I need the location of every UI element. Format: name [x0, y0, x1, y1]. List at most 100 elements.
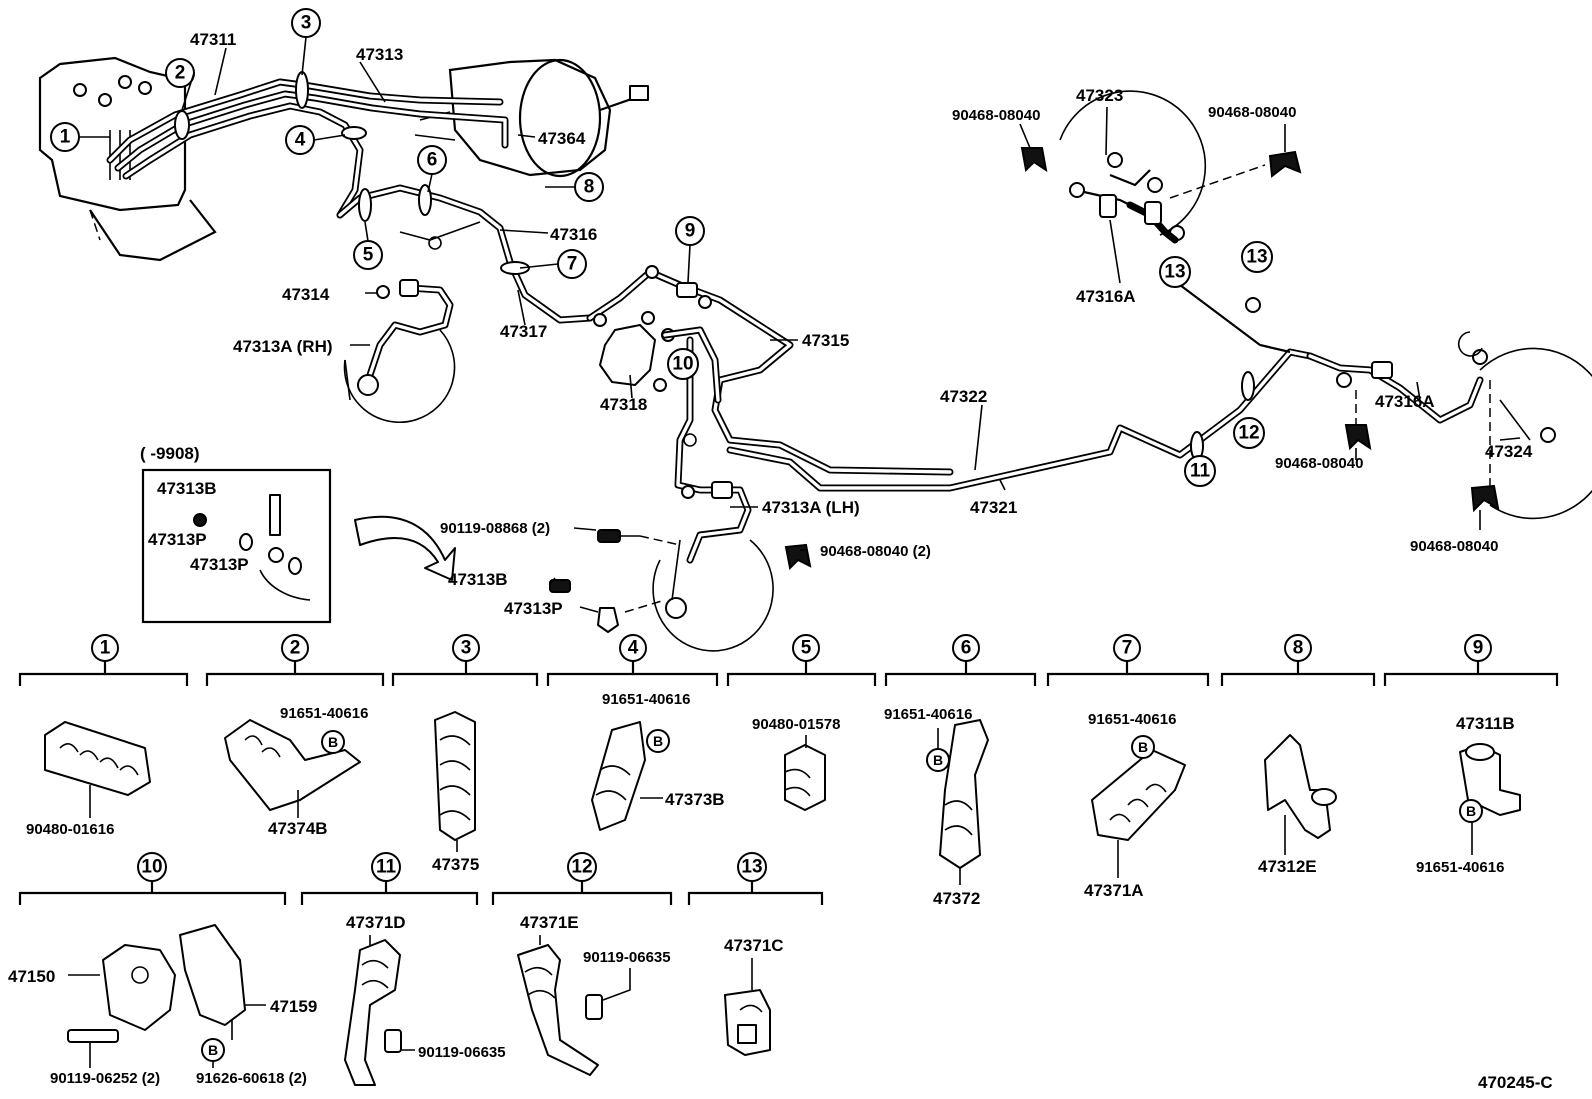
label-47372: 47372 — [933, 889, 980, 908]
inset-47313p-b: 47313P — [190, 555, 249, 574]
label-91651-40616-g4: 91651-40616 — [602, 691, 690, 708]
fitting-icon — [138, 81, 152, 95]
rear-lines — [726, 269, 1314, 492]
label-47313a-lh: 47313A (LH) — [762, 498, 860, 517]
detail-num-12: 12 — [571, 857, 592, 878]
clamp-12-marker — [1241, 371, 1255, 401]
main-callouts: 1 2 3 4 5 6 7 8 9 10 11 12 13 13 — [50, 8, 1273, 487]
label-47314: 47314 — [282, 285, 330, 304]
label-47324: 47324 — [1485, 442, 1533, 461]
bracket-grommet-icon — [1264, 734, 1331, 839]
flex-hose-rh — [343, 221, 481, 424]
label-47321: 47321 — [970, 498, 1017, 517]
label-90480-01616: 90480-01616 — [26, 821, 114, 838]
rear-right-wheel-area — [1306, 331, 1592, 520]
detail-num-7: 7 — [1122, 638, 1133, 659]
label-47371e: 47371E — [520, 913, 579, 932]
fitting-icon — [118, 75, 132, 89]
callout-8: 8 — [584, 177, 595, 198]
detail-num-2: 2 — [290, 638, 301, 659]
label-47373b: 47373B — [665, 790, 725, 809]
callout-7: 7 — [567, 254, 578, 275]
label-90119-08868: 90119-08868 (2) — [440, 520, 550, 537]
clip-icon — [1020, 147, 1048, 173]
callout-1: 1 — [60, 127, 71, 148]
clamp-5-marker — [358, 188, 372, 222]
label-91651-40616-g7: 91651-40616 — [1088, 711, 1176, 728]
bracket-clamp-icon — [517, 944, 599, 1076]
label-90468-08040-2: 90468-08040 (2) — [820, 543, 931, 560]
clamp-multi-slot-icon — [434, 711, 476, 841]
label-90468-08040-mid: 90468-08040 — [1275, 455, 1363, 472]
label-47323: 47323 — [1076, 86, 1123, 105]
label-90468-08040-bot: 90468-08040 — [1410, 538, 1498, 555]
clip-icon — [1268, 150, 1302, 178]
grommet-clip-icon — [724, 989, 771, 1056]
clip-icon — [1470, 484, 1500, 513]
detail-num-8: 8 — [1293, 638, 1304, 659]
detail-row-2: 10 11 12 13 47150 47159 B 90119-06252 (2… — [8, 852, 824, 1087]
bracket-clamp-icon — [1091, 749, 1186, 841]
proportioning-valve-icon — [102, 944, 176, 1031]
detail-num-1: 1 — [100, 638, 111, 659]
label-47371d: 47371D — [346, 913, 406, 932]
arrow-icon — [354, 515, 456, 581]
detail-row-1: 1 2 3 4 5 6 7 8 9 90480-01616 91651-4061… — [18, 634, 1559, 908]
label-91651-40616-g6: 91651-40616 — [884, 706, 972, 723]
clip-icon — [1344, 424, 1372, 451]
label-90119-06252: 90119-06252 (2) — [50, 1070, 160, 1087]
clip-icon — [784, 543, 812, 571]
label-90119-06635-g11: 90119-06635 — [418, 1044, 506, 1061]
bracket-clamp-icon — [224, 719, 361, 811]
rear-left-wheel-area — [1059, 90, 1266, 244]
proportioning-valve — [593, 311, 722, 404]
inset-47313b: 47313B — [157, 479, 217, 498]
label-47311: 47311 — [190, 30, 236, 49]
callout-13: 13 — [1164, 262, 1185, 283]
tube-47315 — [586, 265, 954, 476]
bracket-clamp-icon — [939, 719, 989, 869]
label-47375: 47375 — [432, 855, 479, 874]
clamp-13-marker — [1245, 297, 1261, 313]
label-90468-08040-tr: 90468-08040 — [1208, 104, 1296, 121]
callout-6: 6 — [427, 150, 438, 171]
label-47313b: 47313B — [448, 570, 508, 589]
callout-4: 4 — [295, 130, 306, 151]
leader-lines — [79, 36, 1521, 613]
label-90119-06635-g12: 90119-06635 — [583, 949, 671, 966]
b-marker: B — [933, 752, 943, 768]
callout-2: 2 — [175, 63, 186, 84]
callout-11: 11 — [1190, 461, 1211, 482]
clamp-2-marker — [174, 110, 190, 140]
callout-12: 12 — [1238, 423, 1259, 444]
lh-hose-fasteners — [549, 529, 681, 633]
clamp-4-marker — [341, 126, 367, 140]
flex-hose-lh — [652, 336, 774, 652]
b-marker: B — [208, 1042, 218, 1058]
inset-range: ( -9908) — [140, 444, 200, 463]
bracket-clamp-icon — [591, 721, 646, 831]
detail-num-13: 13 — [741, 857, 762, 878]
clamp-6-marker — [418, 184, 432, 216]
clamp-3-marker — [295, 71, 309, 109]
fitting-icon — [98, 93, 112, 107]
detail-num-9: 9 — [1473, 638, 1484, 659]
bolt-icon — [384, 1029, 402, 1053]
label-47311b: 47311B — [1456, 714, 1515, 733]
label-91651-40616-g9: 91651-40616 — [1416, 859, 1504, 876]
tube-47316 — [336, 184, 594, 324]
b-marker: B — [653, 733, 663, 749]
valve-bracket-icon — [179, 924, 246, 1026]
label-47313: 47313 — [356, 45, 403, 64]
label-47374b: 47374B — [268, 819, 328, 838]
main-labels: 47311 47313 47364 47316 47314 47313A (RH… — [190, 30, 1533, 618]
detail-num-5: 5 — [801, 638, 812, 659]
label-47159: 47159 — [270, 997, 317, 1016]
label-47313a-rh: 47313A (RH) — [233, 337, 333, 356]
label-47371a: 47371A — [1084, 881, 1144, 900]
label-47322: 47322 — [940, 387, 987, 406]
b-marker: B — [1466, 803, 1476, 819]
diagram-code: 470245-C — [1478, 1073, 1553, 1092]
